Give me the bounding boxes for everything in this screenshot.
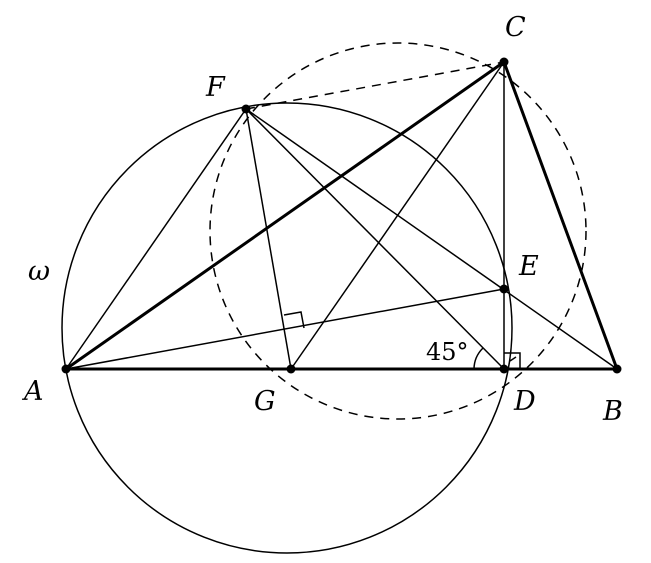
label-D: D <box>513 386 536 417</box>
label-F: F <box>205 72 226 103</box>
circle-omega <box>61 102 513 554</box>
label-B: B <box>602 396 623 427</box>
segment-AC <box>64 60 506 371</box>
segment-AF <box>65 108 247 370</box>
label-E: E <box>518 251 539 282</box>
point-C <box>499 57 509 67</box>
segment-AE <box>65 288 505 370</box>
label-G: G <box>254 386 276 417</box>
angle-arc-45 <box>473 347 484 370</box>
dashed-circle <box>209 42 587 420</box>
point-E <box>499 284 509 294</box>
segment-FC-dashed <box>245 61 505 110</box>
point-G <box>286 364 296 374</box>
segment-FD <box>245 108 505 370</box>
tick-mark-D <box>509 356 517 362</box>
label-A: A <box>21 376 44 407</box>
segment-CB <box>502 60 619 371</box>
point-D <box>499 364 509 374</box>
segment-FB <box>245 108 618 370</box>
label-C: C <box>505 12 526 43</box>
point-A <box>61 364 71 374</box>
segment-GC <box>290 61 505 370</box>
label-angle-45: 45° <box>426 338 469 366</box>
right-angle-mark-D <box>504 352 521 369</box>
point-B <box>612 364 622 374</box>
point-F <box>241 104 251 114</box>
right-angle-mark-AE <box>283 311 305 329</box>
label-omega: ω <box>28 256 50 287</box>
segment-FG <box>245 108 292 370</box>
